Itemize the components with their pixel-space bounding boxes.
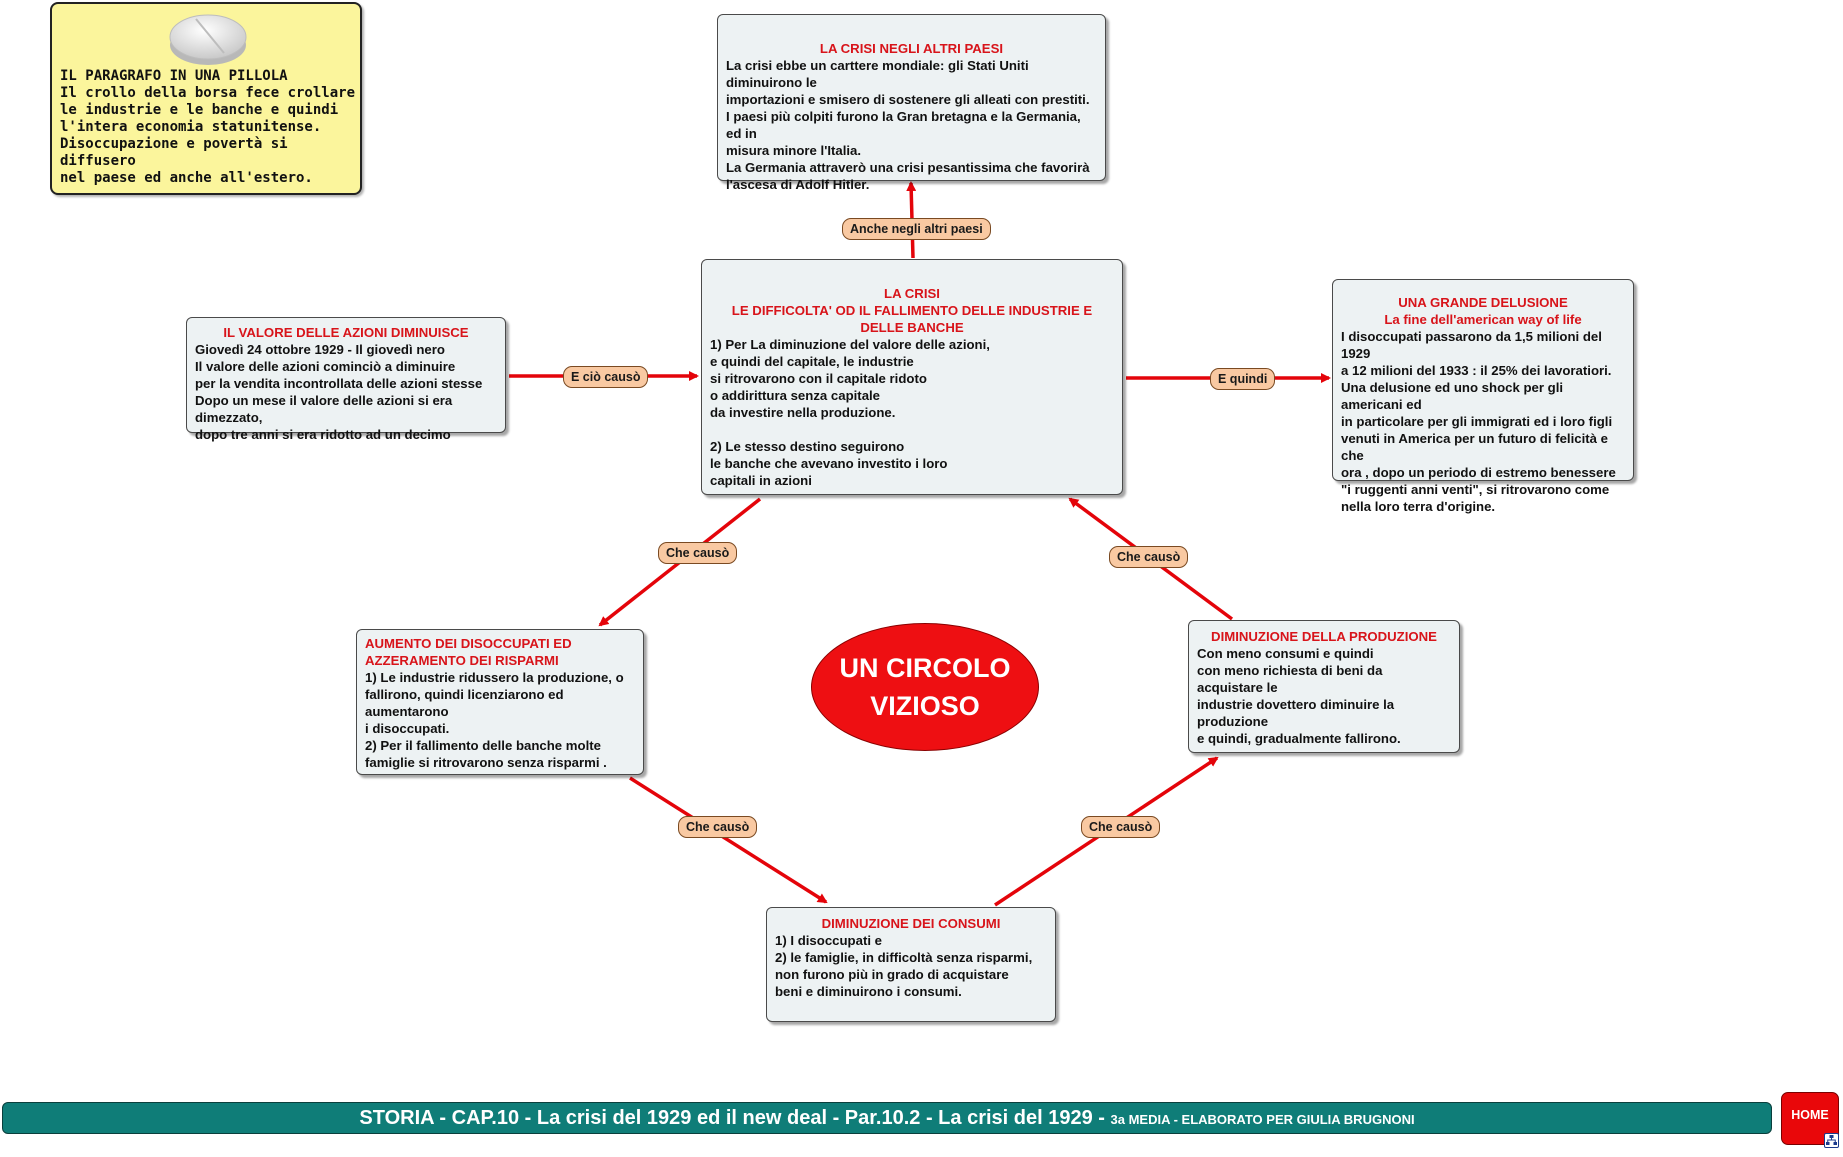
box-subtitle: LE DIFFICOLTA' OD IL FALLIMENTO DELLE IN… <box>731 303 1093 335</box>
box-title: AUMENTO DEI DISOCCUPATI ED AZZERAMENTO D… <box>365 636 572 668</box>
box-title: LA CRISI NEGLI ALTRI PAESI <box>819 41 1004 56</box>
box-valore-azioni: IL VALORE DELLE AZIONI DIMINUISCE Gioved… <box>186 317 506 442</box>
link-label-cio-causo: E ciò causò <box>563 366 649 388</box>
box-body: 1) I disoccupati e 2) le famiglie, in di… <box>775 933 1033 999</box>
box-body: Giovedì 24 ottobre 1929 - Il giovedì ner… <box>195 342 483 442</box>
box-diminuzione-produzione: DIMINUZIONE DELLA PRODUZIONE Con meno co… <box>1188 620 1460 753</box>
footer-title: STORIA - CAP.10 - La crisi del 1929 ed i… <box>359 1107 1111 1129</box>
footer-bar: STORIA - CAP.10 - La crisi del 1929 ed i… <box>2 1102 1772 1134</box>
link-label-che-causo-2: Che causò <box>678 816 758 838</box>
paragraph-summary-text: IL PARAGRAFO IN UNA PILLOLA Il crollo de… <box>60 68 356 186</box>
box-body: 1) Per La diminuzione del valore delle a… <box>710 337 990 488</box>
home-label: HOME <box>1791 1108 1829 1122</box>
link-label-che-causo-1: Che causò <box>658 542 738 564</box>
box-title: IL VALORE DELLE AZIONI DIMINUISCE <box>223 325 469 340</box>
box-crisi-altri-paesi: LA CRISI NEGLI ALTRI PAESI La crisi ebbe… <box>717 14 1106 192</box>
box-diminuzione-consumi: DIMINUZIONE DEI CONSUMI 1) I disoccupati… <box>766 907 1056 1022</box>
circolo-vizioso-oval: UN CIRCOLO VIZIOSO <box>811 623 1039 751</box>
box-title: DIMINUZIONE DEI CONSUMI <box>821 916 1001 931</box>
box-body: I disoccupati passarono da 1,5 milioni d… <box>1341 329 1616 514</box>
box-body: Con meno consumi e quindi con meno richi… <box>1197 646 1401 746</box>
box-la-crisi: LA CRISI LE DIFFICOLTA' OD IL FALLIMENTO… <box>701 259 1123 495</box>
link-label-altri-paesi: Anche negli altri paesi <box>842 218 991 240</box>
box-body: 1) Le industrie ridussero la produzione,… <box>365 670 624 770</box>
arrow-disoccupati-to-consumi <box>629 776 828 904</box>
box-title: DIMINUZIONE DELLA PRODUZIONE <box>1211 629 1437 644</box>
box-title: LA CRISI <box>884 286 940 301</box>
link-label-che-causo-3: Che causò <box>1081 816 1161 838</box>
box-title: UNA GRANDE DELUSIONE <box>1398 295 1568 310</box>
link-label-che-causo-4: Che causò <box>1109 546 1189 568</box>
link-label-e-quindi: E quindi <box>1210 368 1276 390</box>
box-subtitle: La fine dell'american way of life <box>1384 312 1582 327</box>
box-aumento-disoccupati: AUMENTO DEI DISOCCUPATI ED AZZERAMENTO D… <box>356 629 644 775</box>
box-body: La crisi ebbe un carttere mondiale: gli … <box>726 58 1090 192</box>
box-grande-delusione: UNA GRANDE DELUSIONE La fine dell'americ… <box>1332 279 1634 514</box>
paragraph-summary-box: IL PARAGRAFO IN UNA PILLOLA Il crollo de… <box>50 2 362 195</box>
home-button[interactable]: HOME <box>1781 1092 1839 1148</box>
footer-credit: 3a MEDIA - ELABORATO PER GIULIA BRUGNONI <box>1110 1112 1415 1127</box>
sitemap-icon[interactable] <box>1824 1133 1839 1148</box>
pill-tablet-icon <box>169 14 247 65</box>
